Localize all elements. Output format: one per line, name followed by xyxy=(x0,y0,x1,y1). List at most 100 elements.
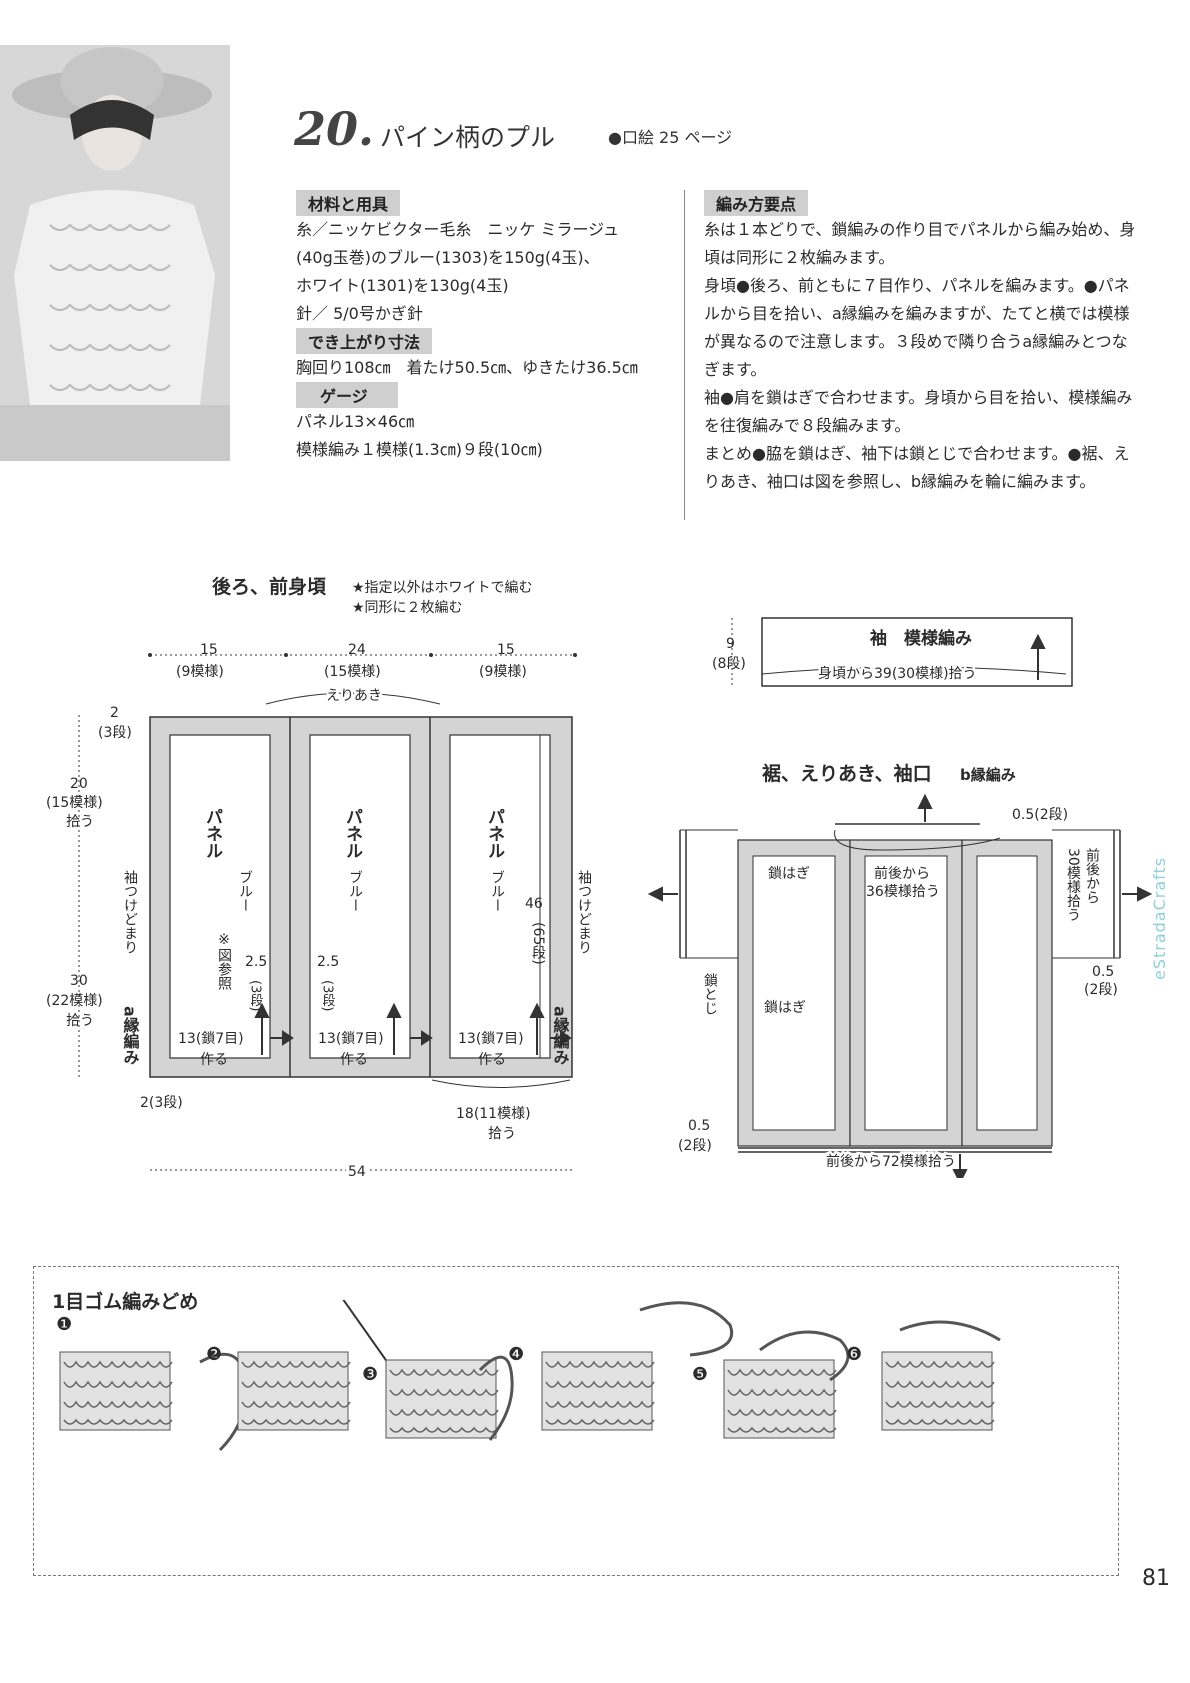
materials-heading: 材料と用具 xyxy=(296,190,401,216)
edge-arrows xyxy=(647,793,1153,1178)
body-diagram-title: 後ろ、前身頃 xyxy=(212,575,327,598)
edge-a-left: a縁編み xyxy=(121,1006,140,1065)
neck-label: えりあき xyxy=(326,688,382,704)
width-dim: 15 xyxy=(497,642,515,658)
edge-hem-pick: 前後から72模様拾う xyxy=(826,1153,956,1170)
panel-rows-sub: (3段) xyxy=(320,980,336,1011)
instructions-heading: 編み方要点 xyxy=(704,190,809,216)
sleeve-mark-right: 袖つけどまり xyxy=(576,870,592,954)
size-line: 胸回り108㎝ 着たけ50.5㎝、ゆきたけ36.5㎝ xyxy=(296,358,638,377)
width-dim: 24 xyxy=(348,642,366,658)
edge-chain-close: 鎖とじ xyxy=(702,973,718,1015)
edge-neck-pick: 前後から xyxy=(874,865,930,882)
edge-hem-rows-sub: (2段) xyxy=(678,1138,712,1154)
page-number: 81 xyxy=(1142,1566,1170,1591)
edge-cuff-pick: 30模様拾う xyxy=(1065,848,1081,922)
step-number: ❸ xyxy=(362,1364,378,1385)
edge-chain-join: 鎖はぎ xyxy=(768,866,810,882)
body-note: ★同形に２枚編む xyxy=(352,600,463,616)
panel-color: ブルー xyxy=(489,870,505,912)
panel-label: パネル xyxy=(484,808,505,859)
pattern-title: パイン柄のプル xyxy=(380,123,556,152)
dim-bottom: 2(3段) xyxy=(140,1095,183,1111)
edge-a-right: a縁編み xyxy=(551,1006,570,1065)
sleeve-height-sub: (8段) xyxy=(712,656,746,672)
width-dim-sub: (15模様) xyxy=(324,664,381,680)
stitch-section xyxy=(33,1266,1119,1576)
pattern-ref: ●口絵 25 ページ xyxy=(608,128,733,147)
body-note: ★指定以外はホワイトで編む xyxy=(352,580,533,596)
materials-line: 糸／ニッケビクター毛糸 ニッケ ミラージュ xyxy=(296,220,620,239)
dim-upper: 20 xyxy=(70,776,88,792)
materials-column: 材料と用具 糸／ニッケビクター毛糸 ニッケ ミラージュ (40g玉巻)のブルー(… xyxy=(296,190,676,464)
direction-arrows xyxy=(254,1002,572,1055)
edge-diagram-title: 裾、えりあき、袖口 xyxy=(762,762,932,785)
panel-start: 13(鎖7目) xyxy=(178,1031,244,1047)
dim-lower-sub: (22模様) xyxy=(46,993,103,1009)
panel-start: 13(鎖7目) xyxy=(318,1031,384,1047)
materials-line: (40g玉巻)のブルー(1303)を150g(4玉)、 xyxy=(296,248,600,267)
dim-top: 2 xyxy=(110,705,119,721)
gauge-line: パネル13×46㎝ xyxy=(296,412,415,431)
step-number: ❶ xyxy=(56,1314,72,1335)
materials-line: ホワイト(1301)を130g(4玉) xyxy=(296,276,509,295)
dim-lower: 30 xyxy=(70,973,88,989)
gauge-heading: ゲージ xyxy=(296,382,398,408)
edge-cuff-head: 前後から xyxy=(1084,847,1100,904)
watermark: eStradaCrafts xyxy=(1150,856,1169,980)
panel-rows: 2.5 xyxy=(245,954,267,970)
panel-label: パネル xyxy=(202,808,223,859)
bottom-pick-sub: 拾う xyxy=(488,1126,516,1142)
edge-neck-pick-2: 36模様拾う xyxy=(866,884,940,900)
instructions-column: 編み方要点 糸は１本どりで、鎖編みの作り目でパネルから編み始め、身頃は同形に２枚… xyxy=(704,190,1140,496)
pattern-number: 20. xyxy=(294,102,375,156)
step-number: ❻ xyxy=(846,1344,862,1365)
edge-diagram: 裾、えりあき、袖口 b縁編み 0.5(2段) 鎖はぎ 前後から 36模様拾う 前… xyxy=(647,762,1153,1178)
step-number: ❷ xyxy=(206,1344,222,1365)
sleeve-mark-left: 袖つけどまり xyxy=(122,870,138,954)
total-width: 54 xyxy=(348,1164,366,1180)
gauge-line: 模様編み１模様(1.3㎝)９段(10㎝) xyxy=(296,440,543,459)
model-photo xyxy=(0,45,230,461)
panel-color: ブルー xyxy=(347,870,363,912)
edge-hem-rows: 0.5 xyxy=(688,1118,710,1134)
width-dim-sub: (9模様) xyxy=(176,664,224,680)
width-dim: 15 xyxy=(200,642,218,658)
panel-make: 作る xyxy=(340,1052,368,1068)
dim-top-sub: (3段) xyxy=(98,725,132,741)
sleeve-height: 9 xyxy=(726,636,735,652)
panel-start: 13(鎖7目) xyxy=(458,1031,524,1047)
edge-cuff-rows: 0.5 xyxy=(1092,964,1114,980)
dim-lower-pick: 拾う xyxy=(66,1013,94,1029)
edge-cuff-rows-sub: (2段) xyxy=(1084,982,1118,998)
edge-top-rows: 0.5(2段) xyxy=(1012,807,1068,823)
instructions-paragraph: まとめ●脇を鎖はぎ、袖下は鎖とじで合わせます。●裾、えりあき、袖口は図を参照し、… xyxy=(704,444,1130,491)
column-divider xyxy=(684,190,685,520)
body-diagram: 後ろ、前身頃 ★指定以外はホワイトで編む ★同形に２枚編む 15 (9模様) 2… xyxy=(46,575,592,1183)
panel-make: 作る xyxy=(478,1052,506,1068)
stitch-title: 1目ゴム編みどめ xyxy=(52,1291,199,1313)
stitch-illustrations: ❶ ❷ ❸ ❹ ❺ ❻ xyxy=(56,1300,1001,1452)
sleeve-pick: 身頃から39(30模様)拾う xyxy=(818,666,977,682)
dim-upper-sub: (15模様) xyxy=(46,795,103,811)
panel-color: ブルー xyxy=(237,870,253,912)
instructions-paragraph: 糸は１本どりで、鎖編みの作り目でパネルから編み始め、身頃は同形に２枚編みます。 xyxy=(704,220,1136,267)
edge-diagram-pattern: b縁編み xyxy=(960,766,1016,784)
width-dim-sub: (9模様) xyxy=(479,664,527,680)
panel-make: 作る xyxy=(200,1052,228,1068)
instructions-paragraph: 身頃●後ろ、前ともに７目作り、パネルを編みます。●パネルから目を拾い、a縁編みを… xyxy=(704,276,1130,379)
edge-chain-join-2: 鎖はぎ xyxy=(764,1000,806,1016)
panel-rows: 2.5 xyxy=(317,954,339,970)
instructions-paragraph: 袖●肩を鎖はぎで合わせます。身頃から目を拾い、模様編みを往復編みで８段編みます。 xyxy=(704,388,1133,435)
size-heading: でき上がり寸法 xyxy=(296,328,433,354)
bottom-pick: 18(11模様) xyxy=(456,1106,531,1122)
sleeve-title: 袖 模様編み xyxy=(870,628,972,649)
sleeve-diagram: 袖 模様編み 身頃から39(30模様)拾う 9 (8段) xyxy=(712,617,1073,687)
materials-line: 針／ 5/0号かぎ針 xyxy=(296,304,423,323)
dim-upper-pick: 拾う xyxy=(66,814,94,830)
step-number: ❺ xyxy=(692,1364,708,1385)
panel-height-sub: (65段) xyxy=(530,922,546,965)
panel-height: 46 xyxy=(525,896,543,912)
panel-rows-sub: (3段) xyxy=(248,980,264,1011)
panel-note: ※図参照 xyxy=(216,932,232,990)
